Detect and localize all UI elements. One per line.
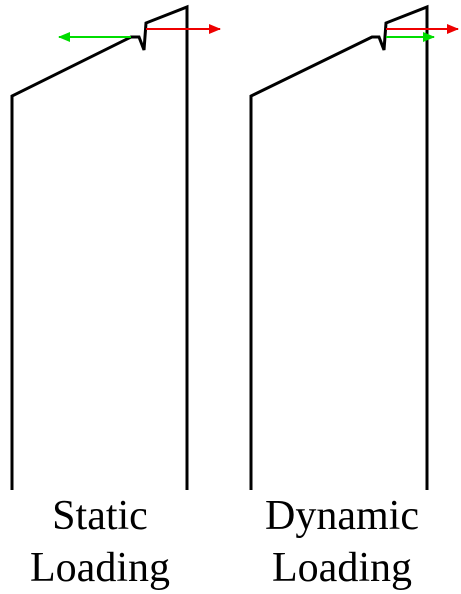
dynamic-panel <box>249 4 459 490</box>
dynamic-beam-outline <box>249 4 429 490</box>
dynamic-caption-line2: Loading <box>272 545 412 591</box>
static-loading-caption: Static Loading <box>0 490 200 594</box>
dynamic-caption-line1: Dynamic <box>265 493 419 539</box>
static-panel <box>10 4 221 490</box>
static-caption-line1: Static <box>52 493 148 539</box>
dynamic-loading-caption: Dynamic Loading <box>242 490 442 594</box>
static-caption-line2: Loading <box>30 545 170 591</box>
static-beam-outline <box>10 4 189 490</box>
